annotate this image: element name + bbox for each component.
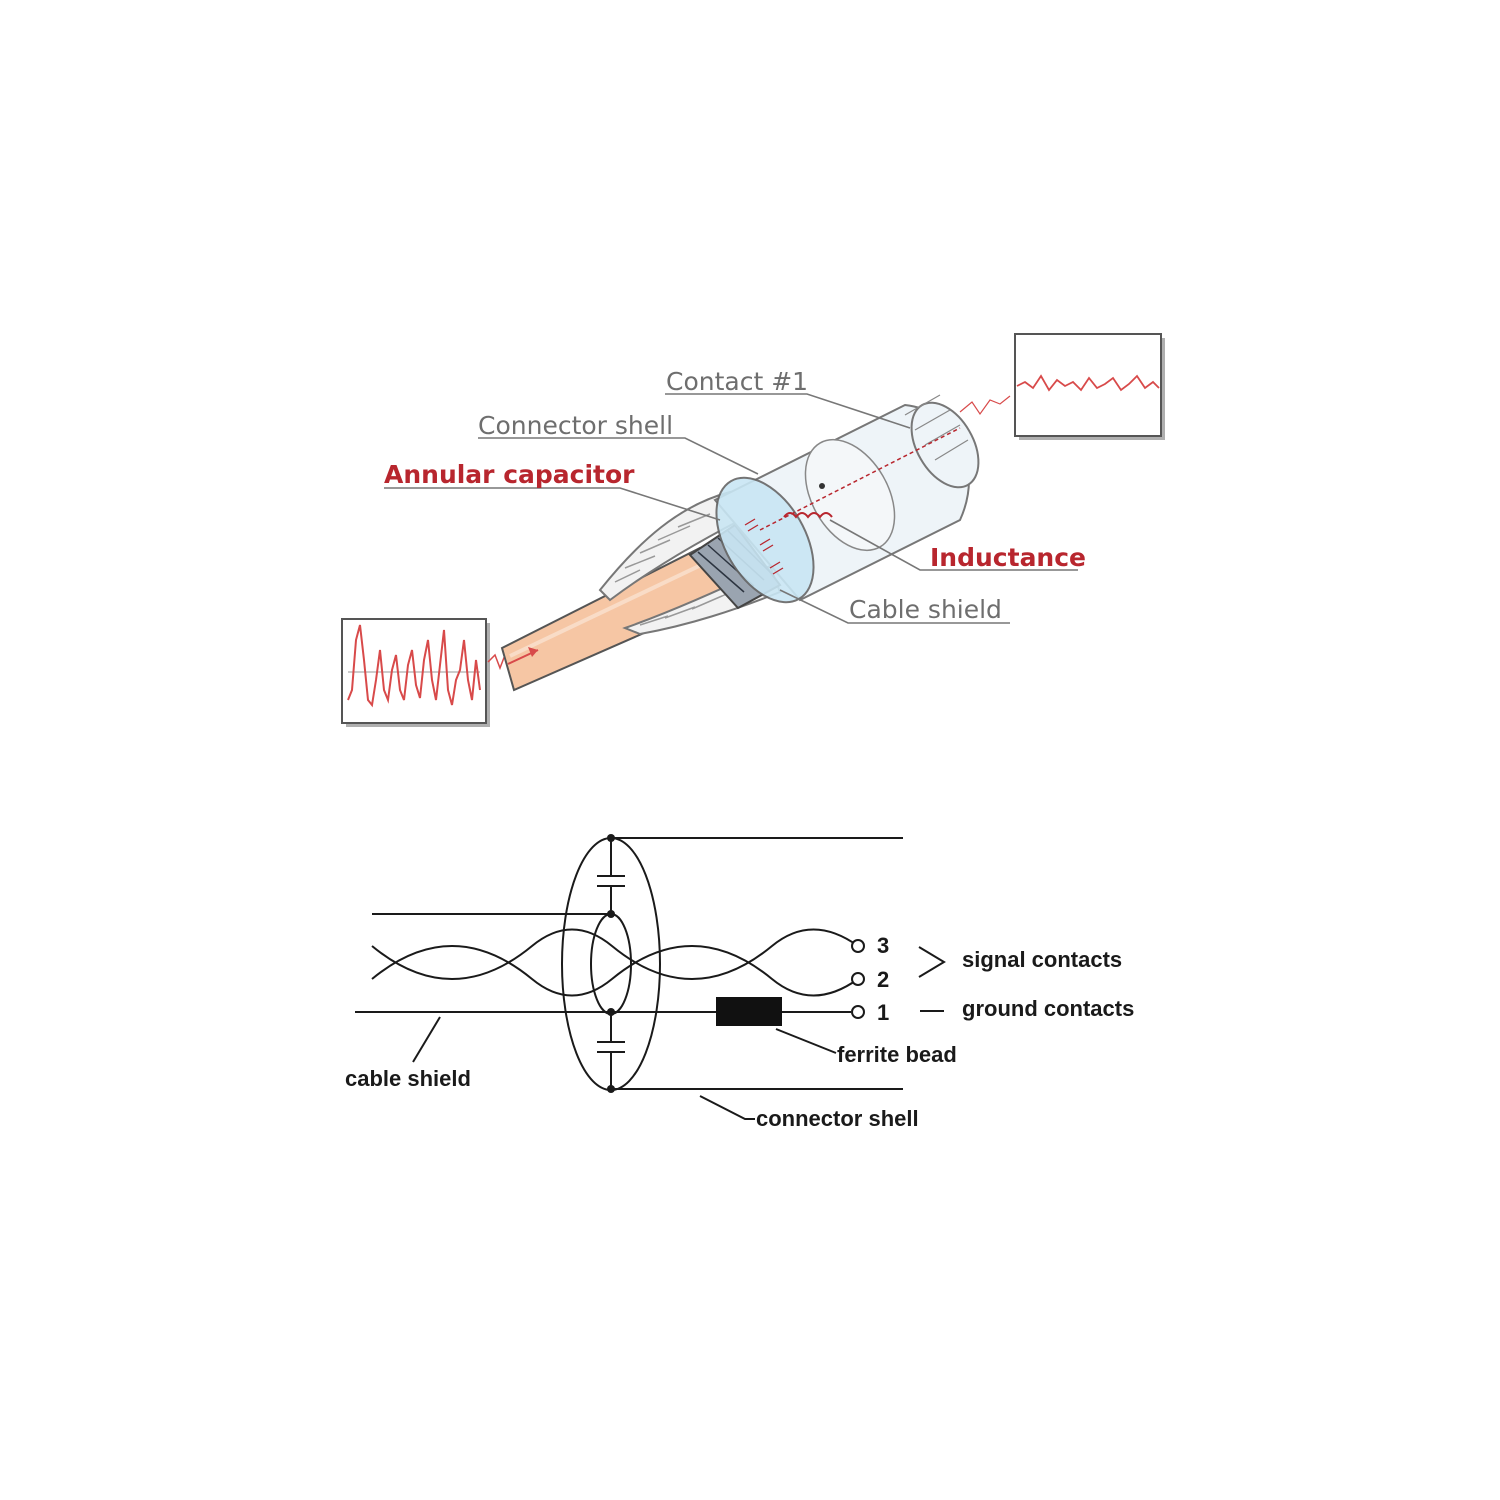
pin-1-terminal bbox=[851, 1005, 865, 1019]
label-contact1: Contact #1 bbox=[666, 367, 808, 396]
pin-1-label: 1 bbox=[877, 1000, 889, 1025]
connector-illustration: Contact #1 Connector shell Annular capac… bbox=[341, 333, 1165, 727]
pin-3-terminal bbox=[851, 939, 865, 953]
pin-3-label: 3 bbox=[877, 933, 889, 958]
pin-2-terminal bbox=[851, 972, 865, 986]
junction-dot bbox=[607, 1085, 615, 1093]
junction-dot bbox=[607, 910, 615, 918]
signal-bracket bbox=[918, 946, 946, 978]
schematic-labels: 3 2 1 signal contacts ground contacts fe… bbox=[345, 933, 1134, 1131]
junction-dot bbox=[607, 1008, 615, 1016]
leader-ferrite-bead bbox=[775, 1028, 837, 1054]
label-cable-shield-bottom: cable shield bbox=[345, 1066, 471, 1091]
label-connector-shell: Connector shell bbox=[478, 411, 673, 440]
inner-ring-ellipse bbox=[590, 913, 632, 1015]
label-ground-contacts: ground contacts bbox=[962, 996, 1134, 1021]
label-ferrite-bead: ferrite bead bbox=[837, 1042, 957, 1067]
pin-2-label: 2 bbox=[877, 967, 889, 992]
twisted-pair-b bbox=[371, 944, 859, 997]
label-connector-shell-bottom: connector shell bbox=[756, 1106, 919, 1131]
schematic bbox=[355, 834, 946, 1120]
leader-connector-shell bbox=[699, 1095, 755, 1120]
leader-lines bbox=[384, 393, 1078, 624]
connector-body bbox=[713, 394, 980, 604]
contact-pin bbox=[759, 427, 961, 531]
output-signal-box bbox=[959, 333, 1165, 440]
label-inductance: Inductance bbox=[930, 543, 1086, 572]
noisy-waveform bbox=[347, 624, 481, 708]
label-cable-shield-top: Cable shield bbox=[849, 595, 1002, 624]
input-signal-box bbox=[341, 618, 506, 727]
leader-cable-shield bbox=[412, 1016, 441, 1063]
clean-waveform bbox=[1016, 374, 1160, 392]
ferrite-bead bbox=[716, 997, 782, 1026]
label-signal-contacts: signal contacts bbox=[962, 947, 1122, 972]
junction-dot bbox=[607, 834, 615, 842]
label-annular-capacitor: Annular capacitor bbox=[384, 460, 635, 489]
twisted-pair-a bbox=[371, 928, 859, 981]
